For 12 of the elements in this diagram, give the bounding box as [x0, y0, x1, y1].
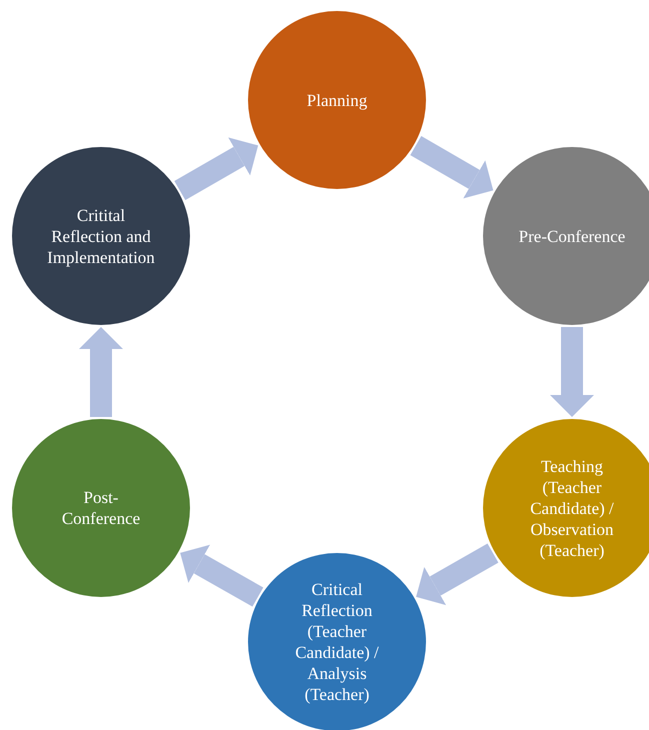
- step-label: Critital Reflection and Implementation: [46, 204, 156, 268]
- step-label: Post-Conference: [60, 487, 142, 529]
- block-arrow: [174, 137, 258, 200]
- step-label: Planning: [306, 90, 368, 110]
- step-label: Pre-Conference: [518, 226, 626, 246]
- block-arrow: [416, 544, 498, 606]
- block-arrow: [180, 544, 264, 607]
- step-label: Critical Reflection (Teacher Candidate) / Analysis (Teacher): [294, 579, 380, 705]
- step-label: Teaching (Teacher Candidate) / Observation (Teacher): [529, 456, 615, 560]
- block-arrow: [410, 136, 494, 198]
- block-arrow: [79, 327, 123, 417]
- block-arrow: [550, 327, 594, 417]
